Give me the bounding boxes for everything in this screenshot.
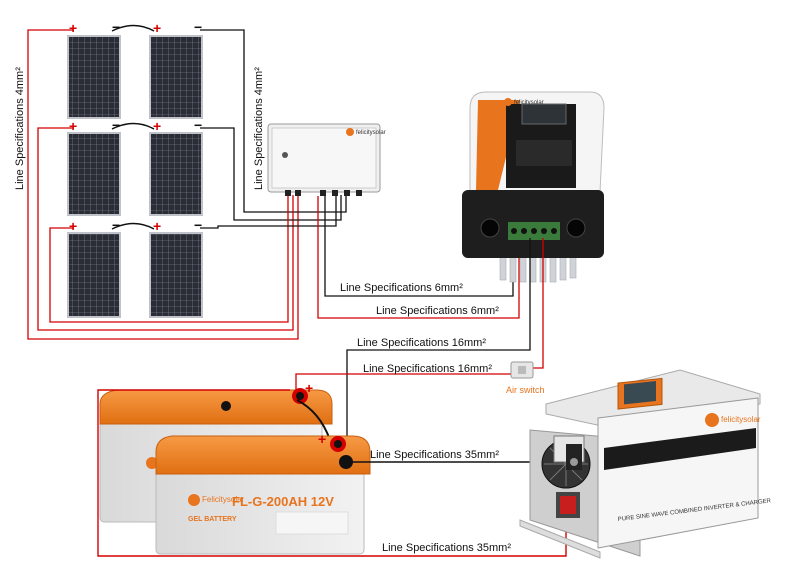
svg-text:+: + (153, 118, 161, 134)
controller-logo-icon (504, 98, 512, 106)
combiner-brand: felicitysolar (356, 130, 386, 136)
battery-type: GEL BATTERY (188, 516, 237, 523)
label-combiner-controller-1: Line Specifications 6mm² (340, 282, 463, 294)
inverter-logo-icon (705, 413, 719, 427)
inverter-dc-terminals (566, 444, 582, 470)
battery-model: FL-G-200AH 12V (232, 494, 334, 509)
label-battery-inverter-1: Line Specifications 35mm² (370, 449, 499, 461)
svg-text:+: + (153, 20, 161, 36)
svg-text:+: + (305, 380, 313, 396)
pv-polarity-markers: + − + − + − + − + − + − (69, 19, 202, 234)
svg-text:+: + (69, 118, 77, 134)
svg-text:+: + (69, 20, 77, 36)
combiner-logo-icon (346, 128, 354, 136)
svg-text:−: − (194, 19, 202, 35)
battery-brand: Felicitysolar (202, 495, 245, 504)
svg-text:+: + (318, 431, 326, 447)
label-pv-left: Line Specifications 4mm² (14, 67, 26, 190)
label-battery-inverter-2: Line Specifications 35mm² (382, 542, 511, 554)
inverter: felicitysolar PURE SINE WAVE COMBINED IN… (519, 369, 772, 559)
pv-string-wires (27, 29, 347, 340)
pv-panel-2-2 (149, 132, 203, 216)
label-controller-battery-1: Line Specifications 16mm² (357, 337, 486, 349)
battery-interconnect (296, 399, 331, 441)
pv-series-jumpers (111, 24, 155, 230)
combiner-box: felicitysolar (267, 123, 386, 196)
battery-front: Felicitysolar FL-G-200AH 12V GEL BATTERY (155, 435, 371, 555)
pv-panel-2-1 (67, 132, 121, 216)
inverter-brand: felicitysolar (721, 415, 761, 424)
label-combiner-controller-2: Line Specifications 6mm² (376, 305, 499, 317)
pv-panel-1-2 (149, 35, 203, 119)
label-pv-right: Line Specifications 4mm² (253, 67, 265, 190)
svg-text:+: + (69, 218, 77, 234)
charge-controller: felicitysolar (462, 91, 605, 283)
label-controller-battery-2: Line Specifications 16mm² (363, 363, 492, 375)
pv-panel-3-1 (67, 232, 121, 318)
svg-text:−: − (112, 19, 120, 35)
air-switch (510, 361, 534, 379)
svg-text:−: − (112, 117, 120, 133)
battery-front-logo-icon (188, 494, 200, 506)
svg-text:+: + (153, 218, 161, 234)
svg-text:−: − (112, 217, 120, 233)
controller-brand: felicitysolar (514, 100, 544, 106)
svg-text:−: − (194, 117, 202, 133)
battery-back-logo-icon (146, 457, 158, 469)
pv-panel-1-1 (67, 35, 121, 119)
svg-text:−: − (194, 217, 202, 233)
pv-panel-3-2 (149, 232, 203, 318)
air-switch-label: Air switch (506, 385, 545, 395)
